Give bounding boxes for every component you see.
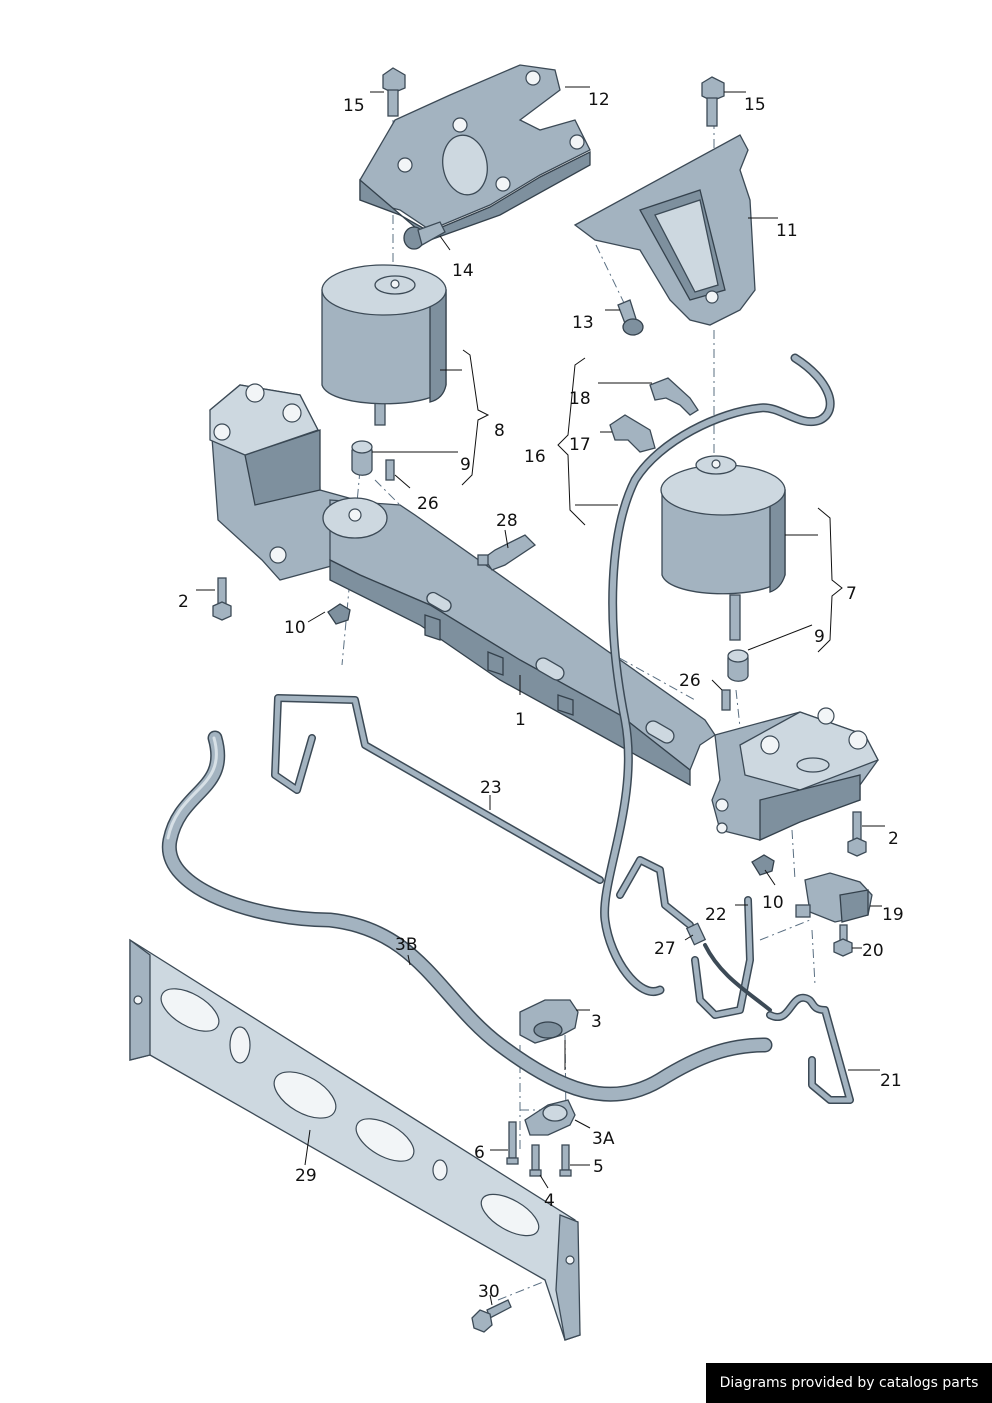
label-5: 5	[593, 1157, 604, 1177]
part-connector-28	[477, 534, 537, 571]
label-16: 16	[524, 447, 546, 467]
part-nut-10b	[751, 854, 775, 876]
label-18: 18	[569, 389, 591, 409]
part-bolt-15a	[382, 67, 406, 117]
part-connector-27	[685, 922, 707, 946]
part-bracket-12	[359, 64, 591, 241]
part-labels: 15 12 15 11 14 13 18 8 17 16 9 26 28 7 2…	[178, 90, 904, 1302]
label-19: 19	[882, 905, 904, 925]
group-brackets	[461, 349, 843, 653]
label-3A: 3A	[592, 1129, 615, 1149]
part-hose-23	[271, 694, 694, 929]
label-28: 28	[496, 511, 518, 531]
label-4: 4	[544, 1191, 555, 1211]
part-clip-18	[649, 377, 699, 416]
label-27: 27	[654, 939, 676, 959]
part-bolt-30	[471, 1299, 512, 1333]
label-10-right: 10	[762, 893, 784, 913]
part-nut-9a	[351, 440, 373, 476]
label-15-left: 15	[343, 96, 365, 116]
label-11: 11	[776, 221, 798, 241]
part-bolt-5	[559, 1144, 572, 1177]
part-hose-21	[766, 993, 854, 1104]
label-10-left: 10	[284, 618, 306, 638]
part-valve-19	[795, 872, 873, 923]
label-1: 1	[515, 710, 526, 730]
fasteners	[212, 67, 873, 1333]
part-stud-26a	[385, 459, 395, 481]
label-2-right: 2	[888, 829, 899, 849]
label-17: 17	[569, 435, 591, 455]
part-hose-22	[691, 896, 772, 1019]
label-21: 21	[880, 1071, 902, 1091]
part-clip-17	[609, 414, 656, 453]
label-8: 8	[494, 421, 505, 441]
label-26-right: 26	[679, 671, 701, 691]
label-3: 3	[591, 1012, 602, 1032]
label-30: 30	[478, 1282, 500, 1302]
part-nut-9b	[727, 649, 749, 682]
label-6: 6	[474, 1143, 485, 1163]
part-bolt-20	[833, 924, 853, 957]
part-bolt-2a	[212, 577, 232, 621]
label-20: 20	[862, 941, 884, 961]
label-13: 13	[572, 313, 594, 333]
part-engine-mount-right	[660, 455, 786, 641]
part-hose-16	[600, 353, 835, 996]
label-2-left: 2	[178, 592, 189, 612]
label-9-left: 9	[460, 455, 471, 475]
part-bolt-15b	[701, 76, 725, 127]
part-bolt-2b	[847, 811, 867, 857]
label-23: 23	[480, 778, 502, 798]
part-stud-26b	[721, 689, 731, 711]
part-subframe	[209, 383, 879, 842]
label-3B: 3B	[395, 935, 417, 955]
part-heat-shield	[129, 938, 581, 1341]
part-bolt-14	[403, 221, 446, 250]
part-stabilizer-bar	[161, 730, 773, 1102]
label-14: 14	[452, 261, 474, 281]
label-7: 7	[846, 584, 857, 604]
part-bolt-4	[529, 1144, 542, 1177]
label-29: 29	[295, 1166, 317, 1186]
part-clamp-3	[519, 999, 579, 1044]
label-22: 22	[705, 905, 727, 925]
part-bracket-11	[573, 134, 756, 326]
part-engine-mount-left	[321, 264, 447, 426]
label-26-left: 26	[417, 494, 439, 514]
part-nut-10a	[327, 603, 351, 625]
label-12: 12	[588, 90, 610, 110]
leader-lines	[196, 86, 885, 1306]
credit-banner: Diagrams provided by catalogs parts	[706, 1363, 992, 1403]
part-clamp-3a	[524, 1099, 576, 1136]
label-9-right: 9	[814, 627, 825, 647]
part-bolt-6	[506, 1121, 519, 1165]
label-15-right: 15	[744, 95, 766, 115]
part-bolt-13	[617, 299, 644, 336]
